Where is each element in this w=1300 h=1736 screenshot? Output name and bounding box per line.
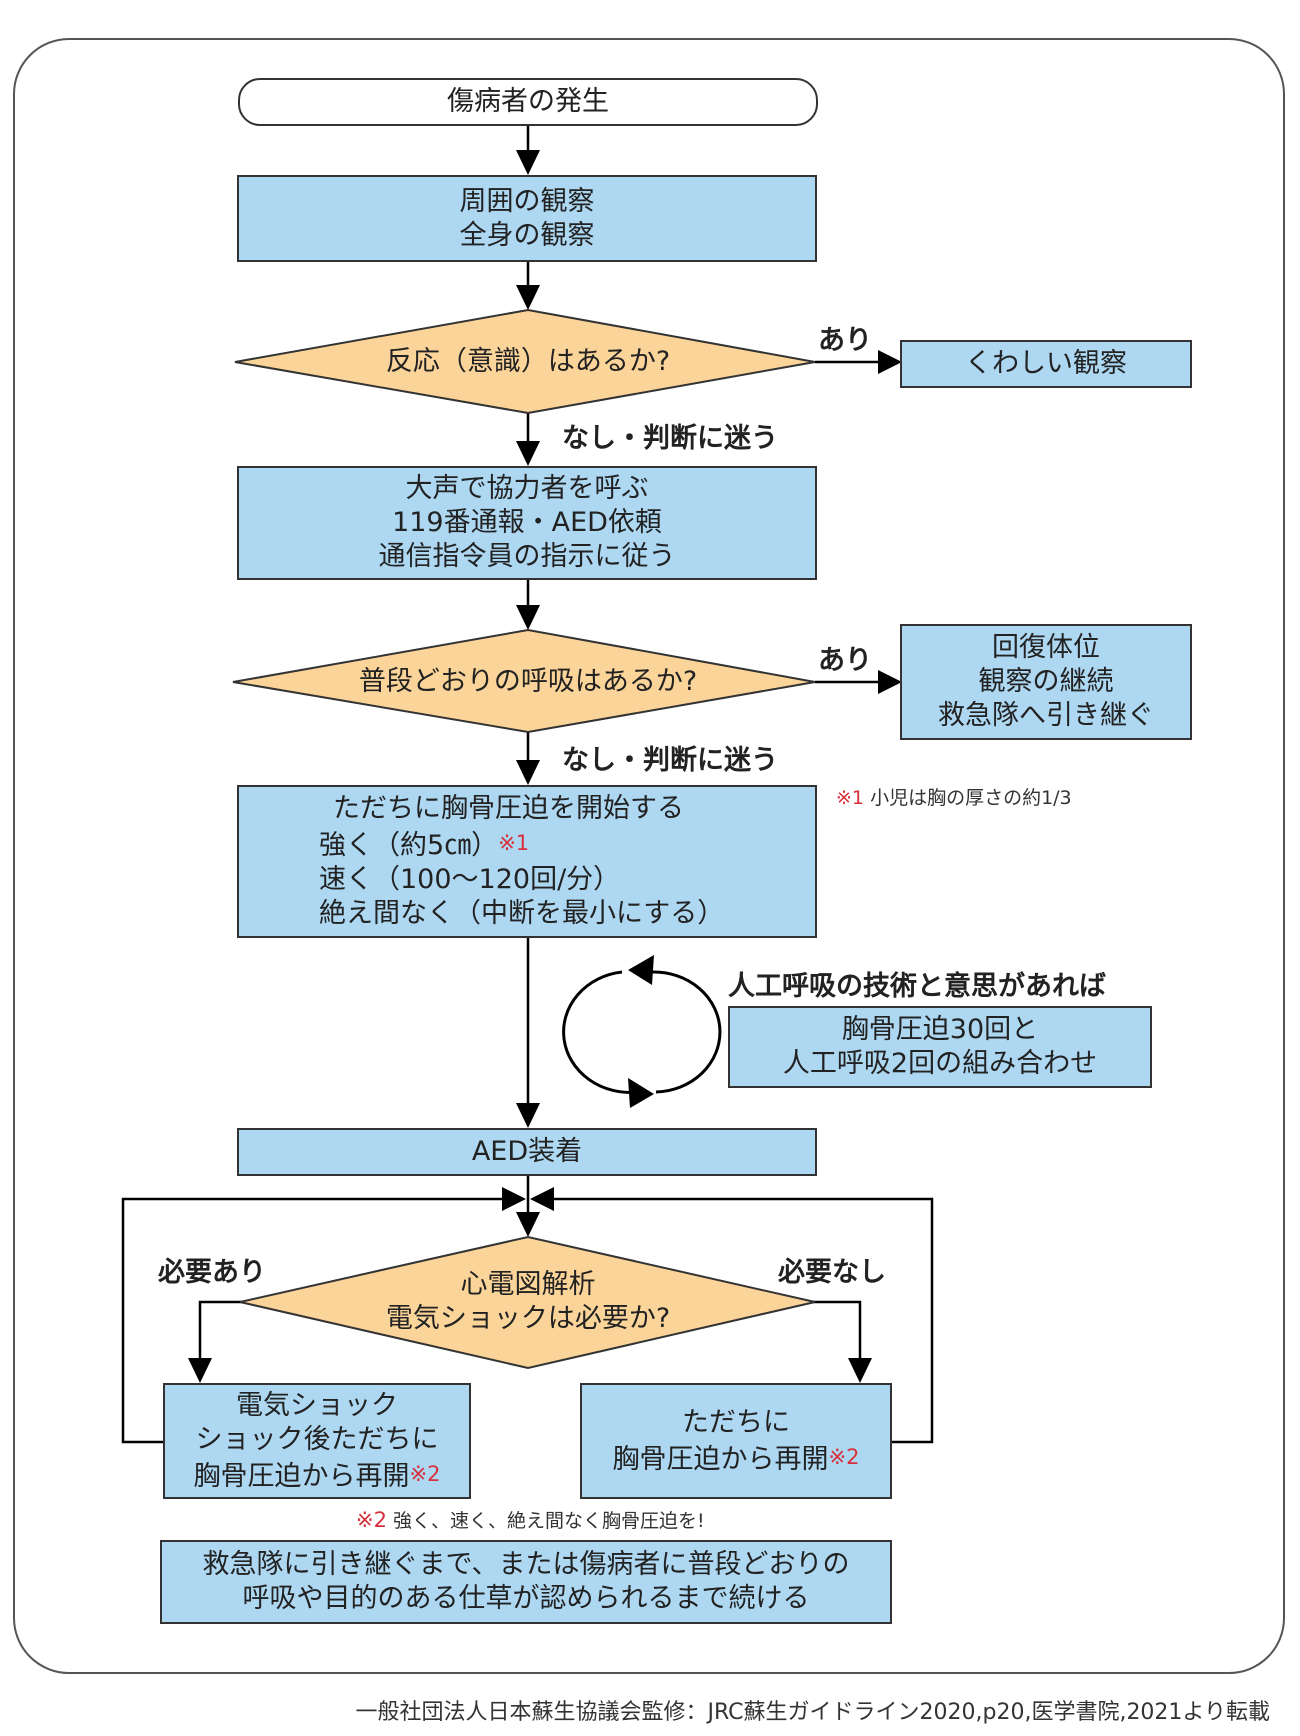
call-line: 大声で協力者を呼ぶ — [405, 473, 649, 504]
arrowhead — [530, 1187, 554, 1211]
q3-yes-label: 必要あり — [158, 1257, 266, 1288]
rescue-breath-label: 人工呼吸の技術と意思があれば — [728, 971, 1106, 1002]
cycle-icon — [562, 970, 639, 1094]
shock-box: 電気ショック ショック後ただちに 胸骨圧迫から再開※2 — [163, 1383, 471, 1499]
note-1: ※1 小児は胸の厚さの約1/3 — [836, 783, 1072, 810]
decision-q3-line: 電気ショックは必要か? — [385, 1303, 671, 1334]
cpr-mark: ※1 — [498, 831, 530, 855]
q3-no-label: 必要なし — [778, 1257, 886, 1288]
no-shock-box: ただちに 胸骨圧迫から再開※2 — [580, 1383, 892, 1499]
no-shock-line-2: 胸骨圧迫から再開※2 — [613, 1440, 860, 1477]
q1-no-label: なし・判断に迷う — [562, 423, 778, 454]
note-1-mark: ※1 — [836, 787, 865, 809]
diagram-frame — [13, 38, 1285, 1674]
arrowhead — [516, 150, 540, 175]
decision-q1-shape — [234, 308, 816, 415]
shock-line: 電気ショック — [236, 1389, 398, 1421]
decision-q1-label: 反応（意識）はあるか? — [385, 346, 671, 377]
arrowhead — [516, 760, 540, 785]
recovery-position-box: 回復体位 観察の継続 救急隊へ引き継ぐ — [900, 624, 1192, 740]
observe-line: 周囲の観察 — [459, 185, 595, 217]
rescue-breath-line: 人工呼吸2回の組み合わせ — [782, 1048, 1098, 1079]
start-label: 傷病者の発生 — [447, 86, 609, 117]
note-2-text: 強く、速く、絶え間なく胸骨圧迫を! — [393, 1510, 705, 1532]
shock-line-3: 胸骨圧迫から再開※2 — [194, 1457, 441, 1494]
no-shock-line: 胸骨圧迫から再開 — [612, 1443, 829, 1475]
q2-no-label: なし・判断に迷う — [562, 745, 778, 776]
q2-yes-label: あり — [818, 645, 872, 676]
note-2-mark: ※2 — [356, 1508, 387, 1532]
recovery-line: 観察の継続 — [978, 666, 1114, 697]
arrowhead — [516, 1212, 540, 1237]
continue-box: 救急隊に引き継ぐまで、または傷病者に普段どおりの 呼吸や目的のある仕草が認められ… — [160, 1540, 892, 1624]
cpr-line-strong: 強く（約5㎝）※1 — [319, 826, 815, 863]
observe-line: 全身の観察 — [459, 219, 595, 251]
arrowhead — [878, 670, 902, 694]
detailed-observation-box: くわしい観察 — [900, 340, 1192, 388]
shock-mark: ※2 — [409, 1461, 441, 1486]
call-help-box: 大声で協力者を呼ぶ 119番通報・AED依頼 通信指令員の指示に従う — [237, 466, 817, 580]
cpr-line: 速く（100～120回/分） — [319, 864, 621, 895]
decision-q3-text: 心電図解析 電気ショックは必要か? — [330, 1266, 726, 1338]
no-shock-line: ただちに — [682, 1406, 790, 1438]
note-2: ※2 強く、速く、絶え間なく胸骨圧迫を! — [356, 1506, 705, 1533]
cycle-arrowhead — [628, 1078, 654, 1108]
rescue-breath-box: 胸骨圧迫30回と 人工呼吸2回の組み合わせ — [728, 1006, 1152, 1088]
arrowhead — [878, 350, 902, 374]
decision-q3-line: 心電図解析 — [460, 1269, 596, 1300]
loop-left — [121, 1197, 504, 1444]
call-line: 通信指令員の指示に従う — [378, 541, 676, 572]
decision-q2-text: 普段どおりの呼吸はあるか? — [300, 660, 756, 704]
shock-line: 胸骨圧迫から再開 — [193, 1460, 410, 1492]
arrow-q3-no — [768, 1300, 862, 1360]
arrowhead — [516, 285, 540, 310]
recovery-line: 救急隊へ引き継ぐ — [938, 700, 1154, 731]
arrowhead — [188, 1358, 212, 1383]
arrowhead — [848, 1358, 872, 1383]
arrowhead — [516, 1103, 540, 1128]
cpr-line: 絶え間なく（中断を最小にする） — [319, 898, 725, 929]
observe-box: 周囲の観察 全身の観察 — [237, 175, 817, 262]
cpr-line: 強く（約5㎝） — [319, 830, 499, 861]
decision-q1-text: 反応（意識）はあるか? — [300, 340, 756, 384]
loop-right — [552, 1197, 934, 1444]
aed-label: AED装着 — [471, 1136, 583, 1167]
decision-q2-label: 普段どおりの呼吸はあるか? — [358, 666, 698, 697]
call-line: 119番通報・AED依頼 — [392, 507, 662, 538]
source-citation: 一般社団法人日本蘇生協議会監修：JRC蘇生ガイドライン2020,p20,医学書院… — [355, 1700, 1270, 1725]
start-terminal: 傷病者の発生 — [238, 78, 818, 126]
note-1-text: 小児は胸の厚さの約1/3 — [870, 787, 1072, 809]
continue-line: 呼吸や目的のある仕草が認められるまで続ける — [242, 1583, 810, 1614]
arrowhead — [502, 1187, 526, 1211]
detailed-observation-label: くわしい観察 — [965, 348, 1127, 379]
decision-q2-shape — [232, 628, 816, 734]
aed-box: AED装着 — [237, 1128, 817, 1176]
cycle-arrowhead — [628, 955, 654, 985]
decision-q3-shape — [239, 1235, 816, 1370]
shock-line: ショック後ただちに — [195, 1423, 439, 1455]
no-shock-mark: ※2 — [828, 1444, 860, 1469]
rescue-breath-line: 胸骨圧迫30回と — [841, 1014, 1039, 1045]
cycle-icon — [651, 970, 722, 1094]
arrowhead — [516, 605, 540, 630]
continue-line: 救急隊に引き継ぐまで、または傷病者に普段どおりの — [202, 1549, 850, 1580]
cpr-title: ただちに胸骨圧迫を開始する — [333, 793, 684, 824]
chest-compression-box: ただちに胸骨圧迫を開始する 強く（約5㎝）※1 速く（100～120回/分） 絶… — [237, 785, 817, 938]
recovery-line: 回復体位 — [992, 632, 1100, 663]
q1-yes-label: あり — [818, 325, 872, 356]
arrowhead — [516, 441, 540, 466]
